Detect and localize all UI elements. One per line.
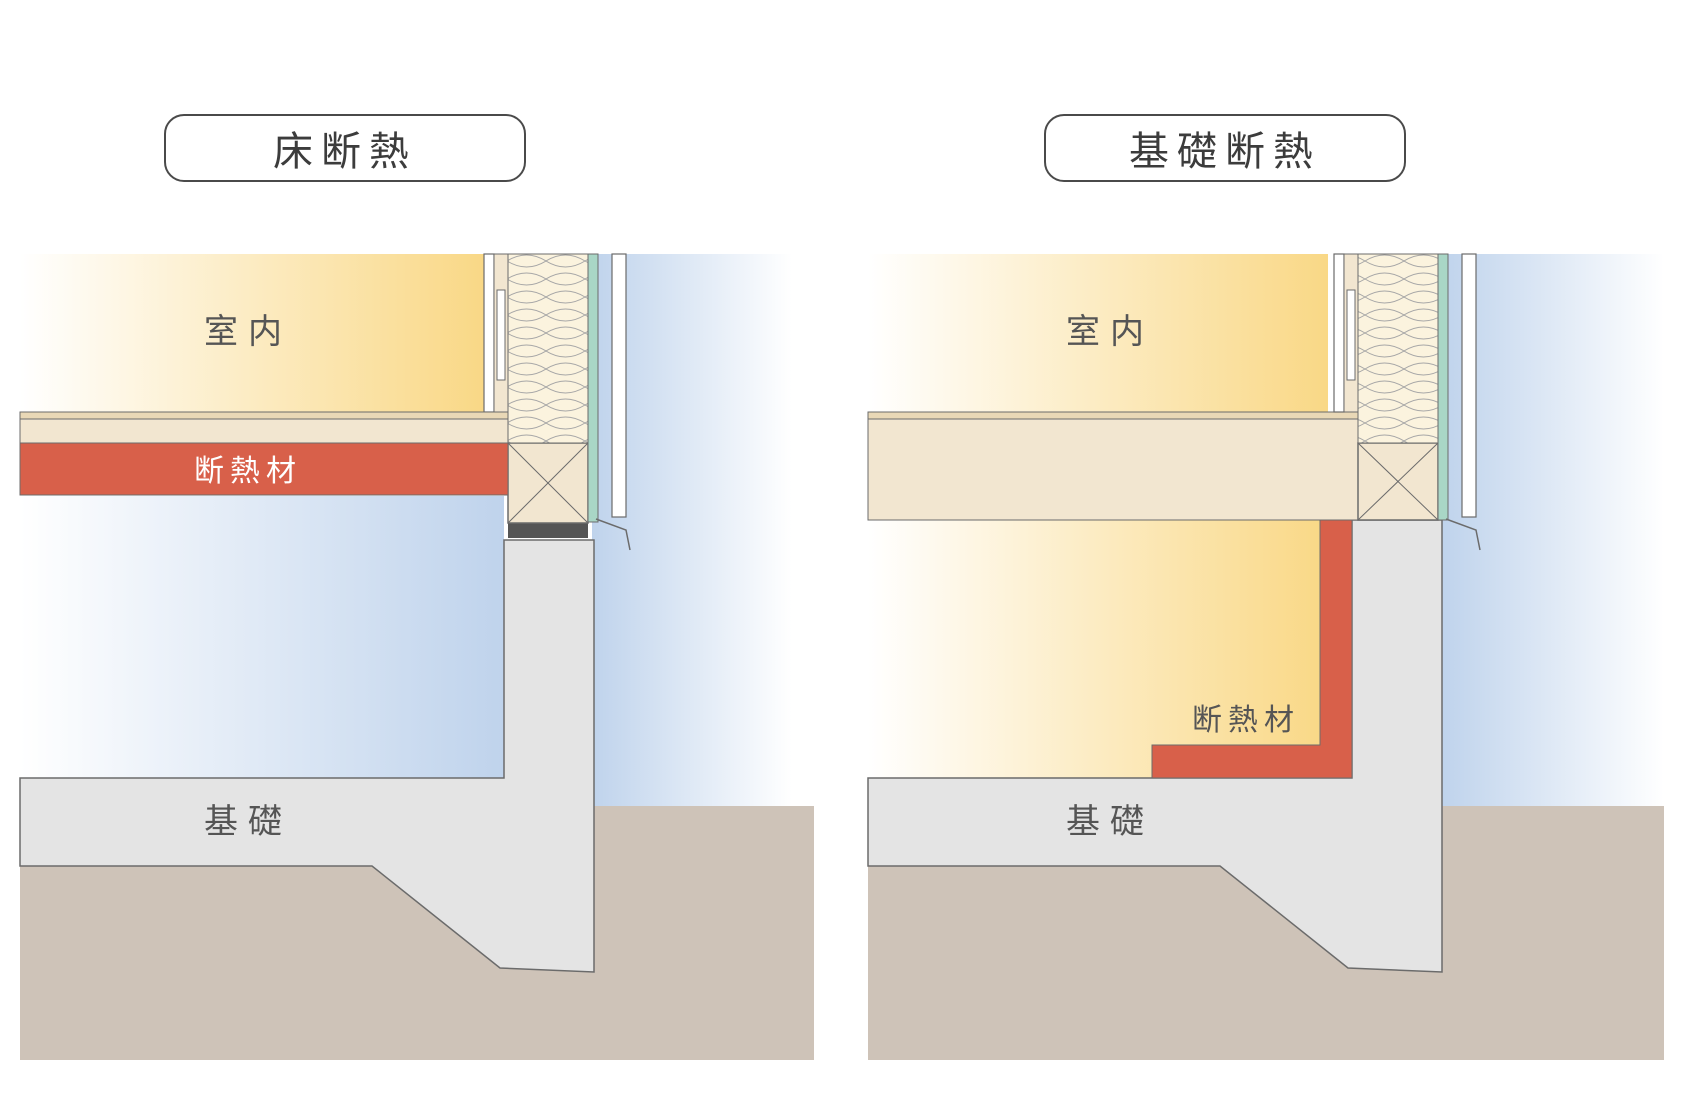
left-section: 室内 断熱材 基礎 — [19, 253, 814, 1060]
left-foundation-label: 基礎 — [204, 802, 292, 842]
left-sheathing-board — [587, 253, 599, 523]
right-sheathing-board — [1437, 253, 1449, 521]
left-underfloor-area — [20, 496, 504, 778]
left-insulation-label: 断熱材 — [194, 454, 302, 489]
left-sill-plate — [507, 442, 589, 524]
left-indoor-label: 室内 — [204, 312, 292, 352]
left-interior-wall — [483, 253, 509, 413]
right-foundation-label: 基礎 — [1066, 802, 1154, 842]
left-subfloor — [19, 418, 509, 444]
right-insulation-label: 断熱材 — [1192, 703, 1300, 738]
right-underfloor-area — [868, 520, 1326, 778]
left-foundation-packing — [508, 523, 588, 538]
right-interior-wall — [1333, 253, 1359, 413]
foundation-insulation-title: 基礎断熱 — [1044, 114, 1406, 182]
right-indoor-area — [868, 254, 1328, 412]
left-indoor-area — [20, 254, 484, 412]
right-floor-structure — [867, 418, 1359, 521]
right-exterior-siding — [1461, 253, 1477, 518]
right-section: 室内 断熱材 基礎 — [867, 253, 1664, 1060]
left-floor-insulation — [19, 442, 509, 496]
right-sill-plate — [1357, 442, 1439, 521]
right-floor-finish — [867, 411, 1359, 420]
left-wall-insulation — [507, 253, 589, 444]
left-floor-finish — [19, 411, 509, 420]
right-outdoor-area — [1442, 254, 1664, 806]
right-wall-insulation — [1357, 253, 1439, 444]
right-indoor-label: 室内 — [1066, 312, 1154, 352]
left-foundation — [19, 539, 595, 973]
left-drip-flashing — [595, 518, 631, 551]
right-drip-flashing — [1445, 518, 1481, 551]
floor-insulation-title: 床断熱 — [164, 114, 526, 182]
left-exterior-siding — [611, 253, 627, 518]
